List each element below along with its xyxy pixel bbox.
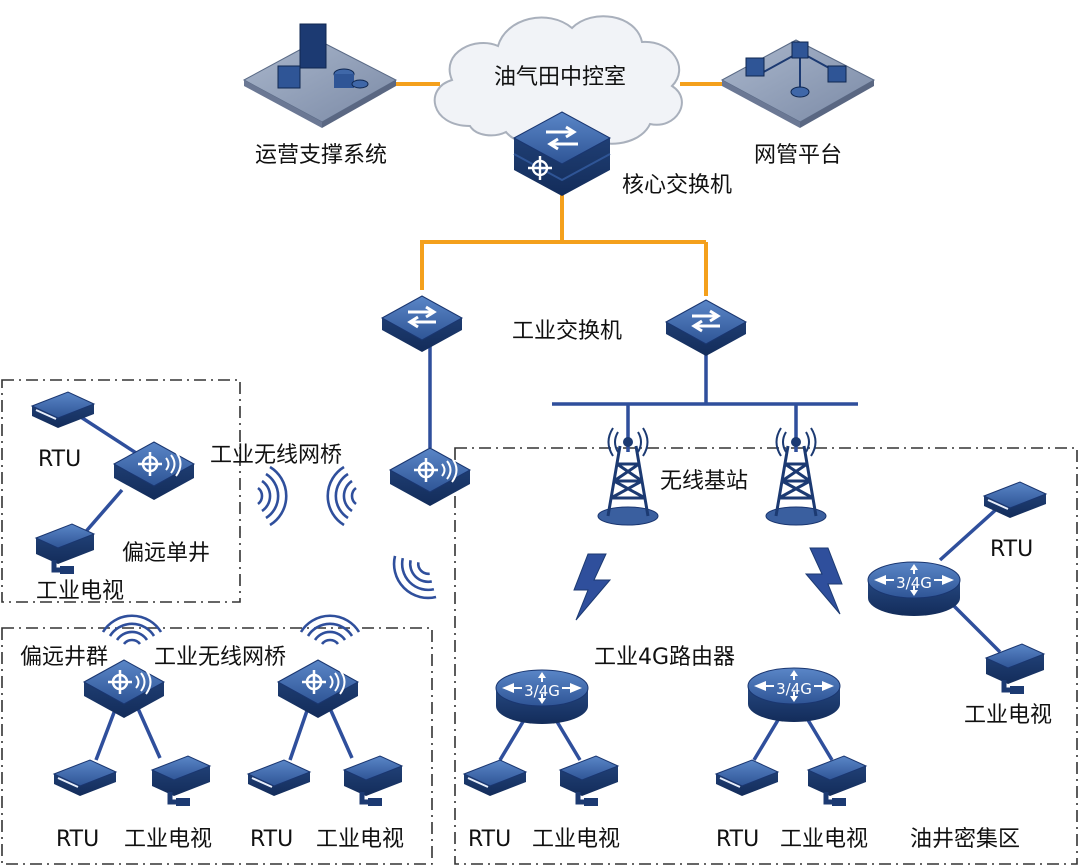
router-4g-device: 3/4G	[867, 561, 961, 617]
dense-well-area-zone	[454, 447, 1078, 865]
rtu-device	[247, 759, 311, 797]
cctv-label: 工业电视	[36, 579, 124, 604]
server-icon	[791, 41, 809, 59]
rtu-label: RTU	[250, 827, 293, 852]
rtu-label: RTU	[716, 827, 759, 852]
router-4g-device: 3/4G	[495, 669, 589, 725]
rtu-label: RTU	[38, 447, 81, 472]
wireless-bridge-single-well	[112, 440, 196, 502]
ops-system-label: 运营支撑系统	[255, 143, 387, 168]
rtu-label: RTU	[56, 827, 99, 852]
rtu-device	[31, 391, 95, 429]
industrial-switch-label: 工业交换机	[512, 319, 622, 344]
rtu-label: RTU	[990, 537, 1033, 562]
nms-platform-panel	[720, 39, 876, 128]
industrial-switch-left	[380, 294, 464, 354]
cctv-device	[986, 644, 1044, 694]
cctv-device	[808, 756, 866, 806]
cctv-label: 工业电视	[532, 827, 620, 852]
links-layer	[69, 82, 1002, 761]
remote-single-well-label: 偏远单井	[122, 541, 210, 566]
cctv-device	[152, 756, 210, 806]
remote-well-group-zone	[1, 627, 433, 865]
rtu-label: RTU	[468, 827, 511, 852]
cctv-device	[560, 756, 618, 806]
core-switch-label: 核心交换机	[622, 173, 732, 198]
cloud-label: 油气田中控室	[494, 65, 626, 90]
wifi-signal-icon	[256, 465, 288, 527]
ops-system-panel	[242, 23, 398, 128]
rtu-device	[715, 759, 779, 797]
base-station-tower	[596, 426, 660, 527]
wifi-signal-icon	[299, 614, 361, 646]
remote-well-group-label: 偏远井群	[20, 645, 108, 670]
server-icon	[827, 65, 847, 83]
cctv-label: 工业电视	[124, 827, 212, 852]
pc-icon	[277, 65, 301, 89]
core-switch	[512, 111, 612, 196]
wireless-bridge-top-label: 工业无线网桥	[210, 443, 342, 468]
router-badge: 3/4G	[776, 680, 812, 698]
router-badge: 3/4G	[524, 682, 560, 700]
lightning-bolt-icon	[805, 547, 843, 615]
remote-single-well-zone	[1, 379, 241, 603]
wireless-bridge-bottom-label: 工业无线网桥	[154, 645, 286, 670]
pc-icon	[745, 57, 765, 77]
wireless-bridge-group-2	[276, 658, 360, 720]
dense-well-area-label: 油井密集区	[910, 827, 1020, 852]
cctv-device	[36, 524, 94, 574]
lightning-bolt-icon	[573, 553, 611, 621]
wifi-signal-icon	[101, 614, 163, 646]
cctv-device	[344, 756, 402, 806]
base-station-label: 无线基站	[660, 469, 748, 494]
cctv-label: 工业电视	[964, 703, 1052, 728]
server-icon	[299, 23, 327, 69]
rtu-device	[463, 759, 527, 797]
database-icon	[790, 86, 810, 98]
router-badge: 3/4G	[896, 574, 932, 592]
wireless-bridge-central	[388, 446, 472, 508]
wifi-signal-icon	[326, 465, 358, 527]
base-station-tower	[764, 426, 828, 527]
wifi-signal-icon	[382, 546, 446, 610]
cloud-central-control: 油气田中控室	[433, 15, 683, 147]
nms-platform-label: 网管平台	[754, 143, 842, 168]
router-4g-device: 3/4G	[747, 667, 841, 723]
industrial-switch-right	[664, 298, 748, 358]
cctv-label: 工业电视	[780, 827, 868, 852]
router-4g-label: 工业4G路由器	[594, 645, 735, 670]
cctv-label: 工业电视	[316, 827, 404, 852]
rtu-device	[53, 759, 117, 797]
